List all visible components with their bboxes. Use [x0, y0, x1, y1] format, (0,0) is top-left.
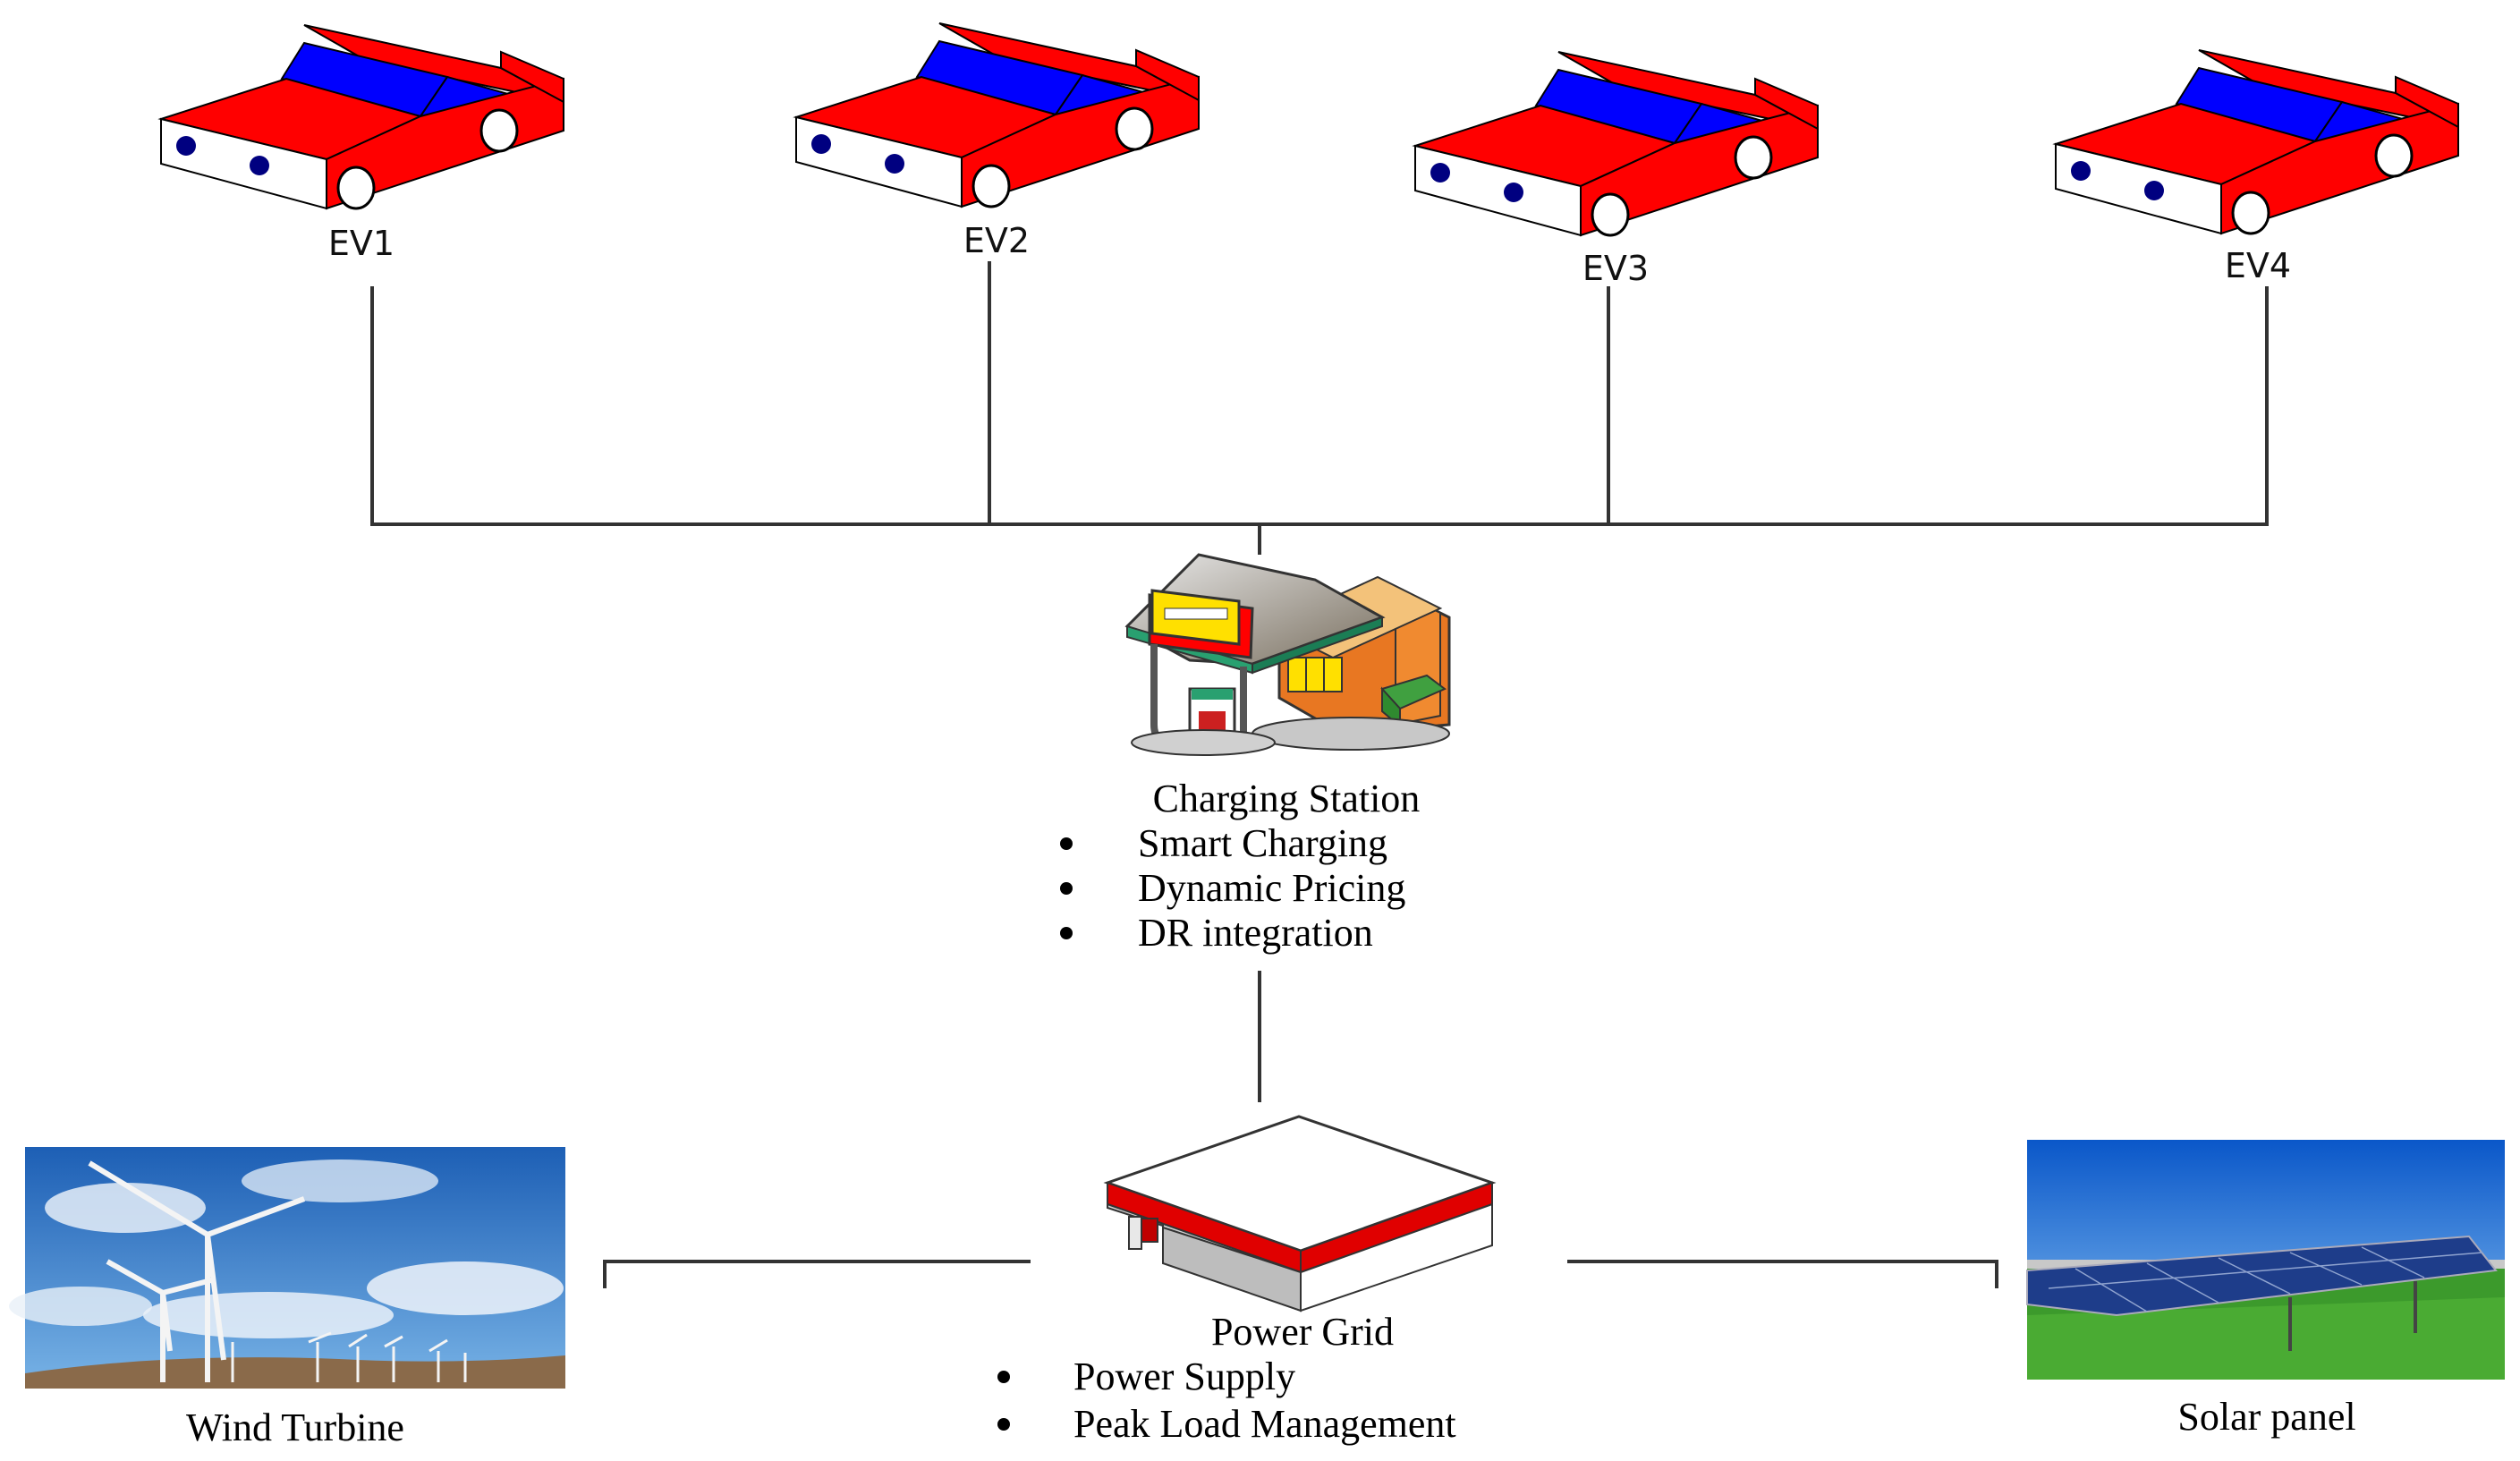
- ev-label: EV4: [2225, 246, 2291, 285]
- ev-label: EV3: [1582, 249, 1649, 288]
- car-icon-ev3: [1413, 50, 1820, 237]
- power-grid-icon: [1103, 1115, 1497, 1312]
- charging-station-feature: Dynamic Pricing: [1138, 866, 1405, 910]
- car-icon-ev2: [794, 21, 1201, 208]
- solar-panel-label: Solar panel: [2177, 1395, 2355, 1439]
- charging-station-feature: Smart Charging: [1138, 821, 1387, 865]
- power-grid-feature: Power Supply: [1073, 1355, 1295, 1398]
- car-icon-ev1: [159, 23, 565, 210]
- solar-panel-photo: [2026, 1140, 2505, 1380]
- wind-turbine-label: Wind Turbine: [186, 1406, 404, 1449]
- bullet: [1060, 837, 1073, 850]
- bullet: [997, 1418, 1010, 1431]
- bullet: [1060, 882, 1073, 895]
- bullet: [1060, 927, 1073, 939]
- car-icon-ev4: [2054, 48, 2460, 235]
- ev-label: EV1: [328, 224, 395, 263]
- wind-turbine-photo: [9, 1147, 565, 1389]
- ev-label: EV2: [963, 221, 1030, 260]
- charging-station-icon: [1124, 553, 1451, 756]
- ev-bus-connectors: [370, 261, 2269, 1288]
- bullet: [997, 1371, 1010, 1383]
- charging-station-title: Charging Station: [1153, 777, 1421, 820]
- charging-station-feature: DR integration: [1138, 911, 1373, 955]
- power-grid-feature: Peak Load Management: [1073, 1402, 1456, 1446]
- power-grid-title: Power Grid: [1211, 1310, 1394, 1354]
